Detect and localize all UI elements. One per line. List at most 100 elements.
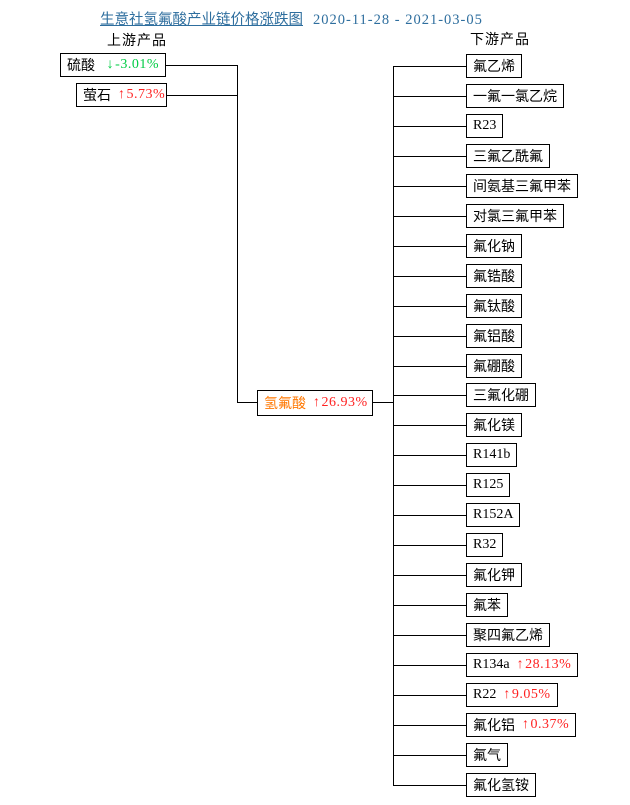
price-change: ↑26.93% (313, 396, 368, 410)
downstream-node[interactable]: 氟苯 (466, 593, 508, 617)
node-hydrofluoric-acid[interactable]: 氢氟酸 ↑26.93% (257, 390, 373, 416)
price-change: ↑5.73% (118, 88, 165, 102)
up-arrow-icon: ↑ (522, 717, 530, 732)
node-label: 氟化镁 (473, 417, 515, 433)
node-label: R141b (473, 447, 511, 462)
downstream-node[interactable]: 氟化铝 ↑0.37% (466, 713, 577, 737)
node-sulfuric-acid[interactable]: 硫酸 ↓-3.01% (60, 53, 166, 77)
connector-downstream (393, 246, 490, 247)
price-change: ↑9.05% (503, 688, 550, 702)
change-value: 0.37% (530, 717, 570, 732)
downstream-column-label: 下游产品 (470, 31, 530, 47)
connector-fluorite (120, 95, 238, 96)
node-label: R32 (473, 537, 497, 552)
page-title: 生意社氢氟酸产业链价格涨跌图 2020-11-28 - 2021-03-05 (100, 8, 483, 29)
connector-downstream (393, 186, 490, 187)
node-label: R23 (473, 118, 497, 133)
up-arrow-icon: ↑ (503, 687, 511, 702)
page-title-text: 生意社氢氟酸产业链价格涨跌图 (100, 12, 303, 28)
node-label: 氟气 (473, 747, 501, 763)
downstream-node[interactable]: 氟钛酸 (466, 294, 522, 318)
connector-downstream (393, 755, 490, 756)
change-value: 26.93% (321, 395, 368, 410)
connector-downstream (393, 366, 490, 367)
node-label: 氟化钠 (473, 238, 515, 254)
node-label: 萤石 (83, 87, 111, 103)
price-change: ↓-3.01% (107, 58, 159, 72)
node-label: 氟乙烯 (473, 58, 515, 74)
node-label: 对氯三氟甲苯 (473, 208, 557, 224)
connector-downstream (393, 395, 490, 396)
node-label: R134a (473, 657, 510, 672)
change-value: 28.13% (525, 657, 572, 672)
connector-downstream (393, 216, 490, 217)
up-arrow-icon: ↑ (516, 657, 525, 672)
node-fluorite[interactable]: 萤石 ↑5.73% (76, 83, 167, 107)
connector-sulfuric-acid (120, 65, 238, 66)
downstream-node[interactable]: 氟锆酸 (466, 264, 522, 288)
connector-downstream (393, 96, 490, 97)
downstream-node[interactable]: R134a ↑28.13% (466, 653, 579, 677)
connector-downstream (393, 635, 490, 636)
downstream-node[interactable]: R125 (466, 473, 511, 497)
downstream-node[interactable]: 氟化钠 (466, 234, 522, 258)
downstream-node[interactable]: 氟化氢铵 (466, 773, 536, 797)
connector-downstream (393, 306, 490, 307)
up-arrow-icon: ↑ (118, 87, 126, 102)
node-label: 氢氟酸 (264, 395, 306, 411)
downstream-node[interactable]: 氟化镁 (466, 413, 522, 437)
node-label: 三氟乙酰氟 (473, 148, 543, 164)
connector-downstream (393, 126, 490, 127)
connector-downstream (393, 485, 490, 486)
connector-downstream (393, 336, 490, 337)
downstream-node[interactable]: 三氟化硼 (466, 383, 536, 407)
connector-downstream (393, 276, 490, 277)
downstream-node[interactable]: 氟铝酸 (466, 324, 522, 348)
downstream-node[interactable]: 三氟乙酰氟 (466, 144, 550, 168)
upstream-column-label: 上游产品 (107, 32, 167, 48)
connector-downstream (393, 785, 490, 786)
node-label: 三氟化硼 (473, 387, 529, 403)
node-label: 一氟一氯乙烷 (473, 88, 557, 104)
downstream-node[interactable]: R23 (466, 114, 504, 138)
downstream-node[interactable]: 氟化钾 (466, 563, 522, 587)
node-label: 氟钛酸 (473, 298, 515, 314)
connector-downstream (393, 725, 490, 726)
node-label: R152A (473, 507, 514, 522)
connector-downstream (393, 66, 490, 67)
downstream-node[interactable]: 对氯三氟甲苯 (466, 204, 564, 228)
node-label: 聚四氟乙烯 (473, 627, 543, 643)
connector-downstream (393, 156, 490, 157)
downstream-node[interactable]: 氟气 (466, 743, 508, 767)
downstream-node[interactable]: 一氟一氯乙烷 (466, 84, 564, 108)
downstream-node[interactable]: 间氨基三氟甲苯 (466, 174, 578, 198)
downstream-node[interactable]: 聚四氟乙烯 (466, 623, 550, 647)
node-label: 氟锆酸 (473, 268, 515, 284)
node-label: R22 (473, 687, 497, 702)
connector-downstream (393, 605, 490, 606)
downstream-node[interactable]: R141b (466, 443, 518, 467)
downstream-node[interactable]: R32 (466, 533, 504, 557)
node-label: 氟铝酸 (473, 328, 515, 344)
connector-downstream (393, 515, 490, 516)
up-arrow-icon: ↑ (313, 395, 321, 410)
connector-downstream (393, 425, 490, 426)
connector-downstream (393, 575, 490, 576)
downstream-node[interactable]: R152A (466, 503, 521, 527)
downstream-node[interactable]: 氟乙烯 (466, 54, 522, 78)
node-label: 氟化铝 (473, 717, 515, 733)
downstream-node[interactable]: 氟硼酸 (466, 354, 522, 378)
change-value: -3.01% (115, 57, 159, 72)
connector-downstream (393, 695, 490, 696)
change-value: 5.73% (126, 87, 166, 102)
down-arrow-icon: ↓ (106, 57, 115, 72)
date-range: 2020-11-28 - 2021-03-05 (313, 12, 483, 28)
change-value: 9.05% (511, 687, 551, 702)
price-change: ↑0.37% (522, 718, 569, 732)
node-label: 氟化钾 (473, 567, 515, 583)
upstream-trunk-line (237, 65, 238, 403)
connector-downstream (393, 665, 490, 666)
downstream-node[interactable]: R22 ↑9.05% (466, 683, 558, 707)
price-change: ↑28.13% (517, 658, 572, 672)
